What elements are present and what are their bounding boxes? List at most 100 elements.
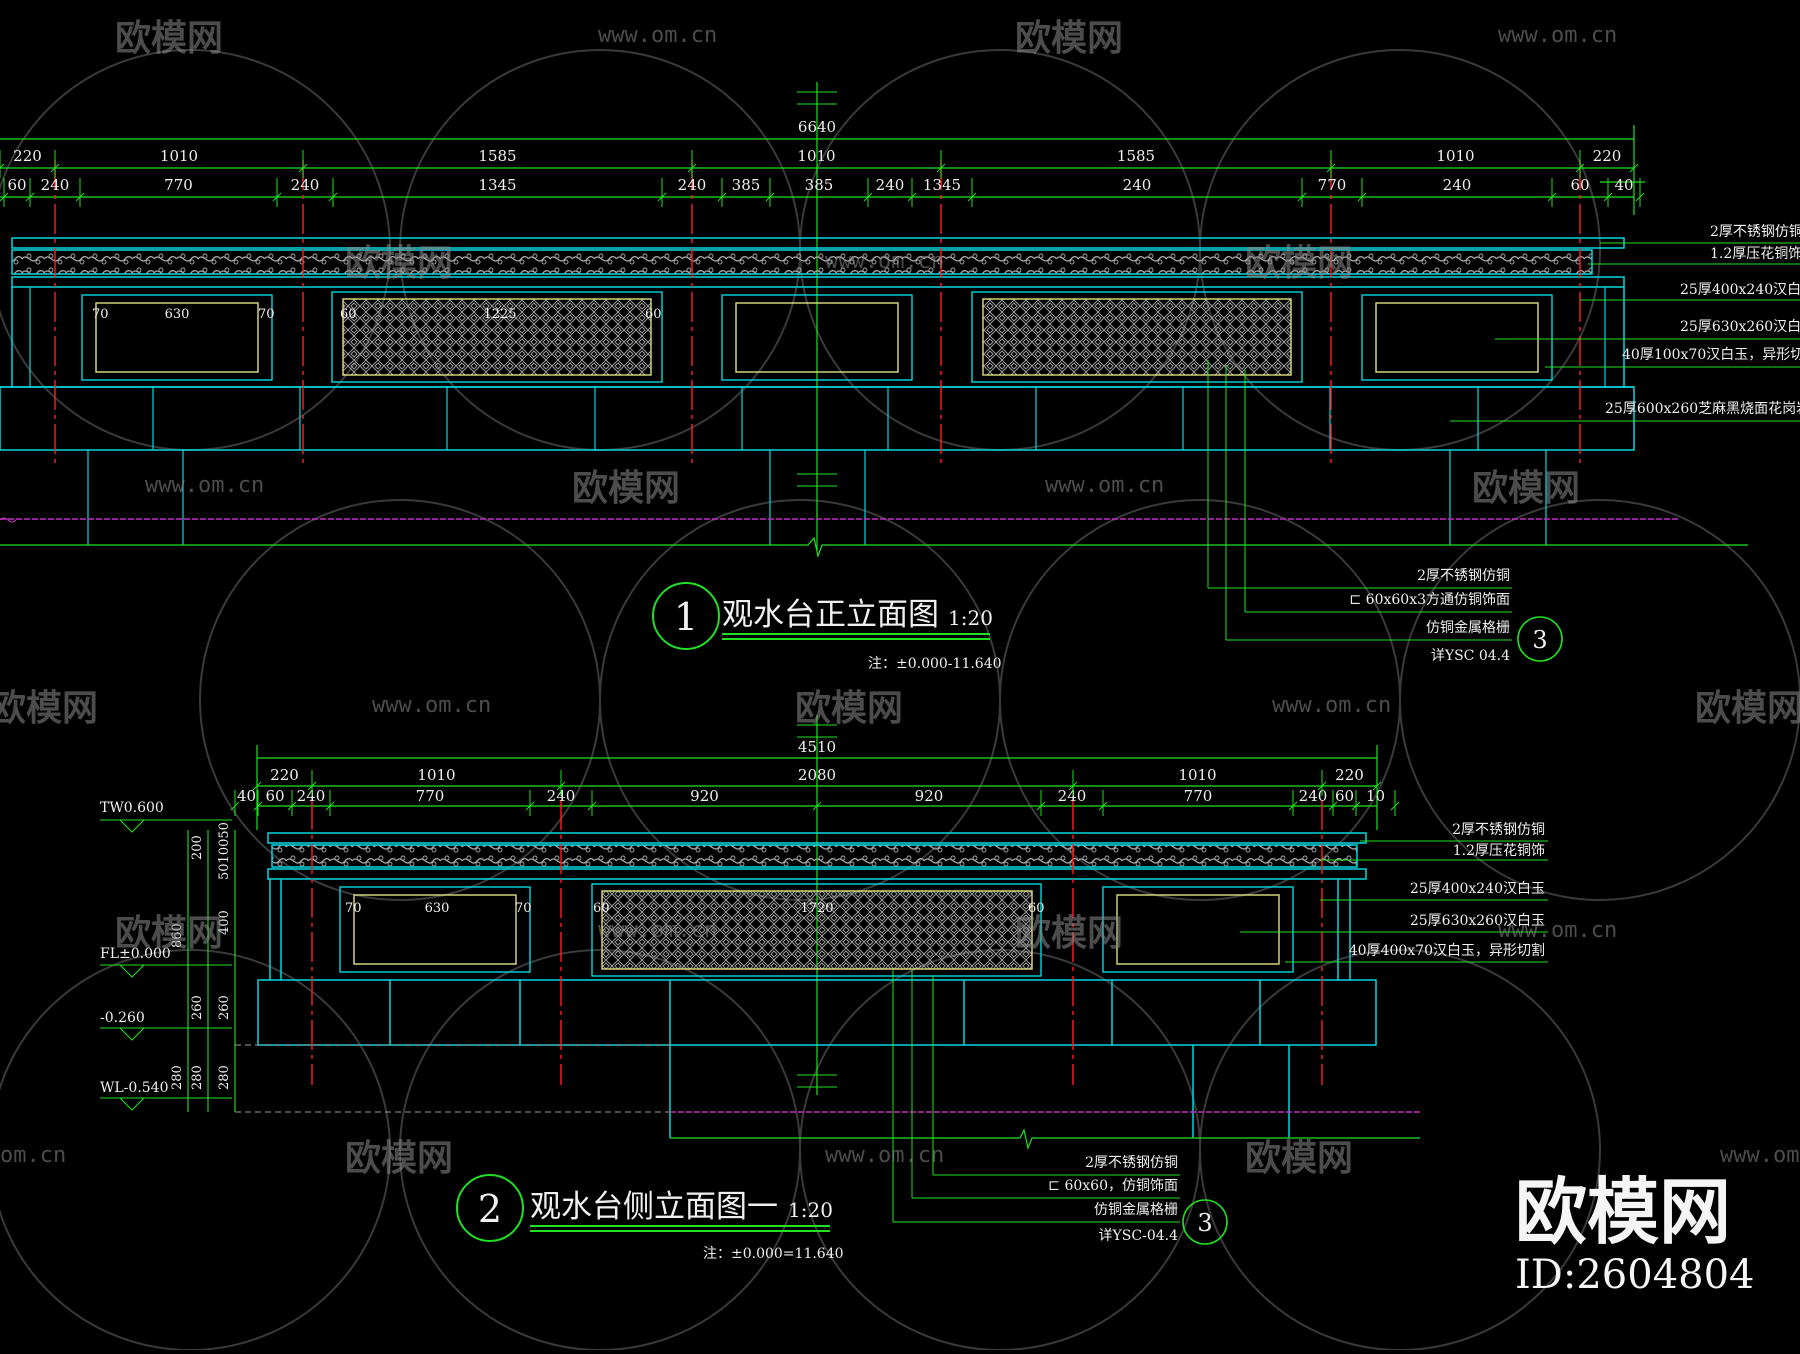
front-elevation-drawing bbox=[0, 82, 1800, 641]
level-minus-0260: -0.260 bbox=[100, 1010, 145, 1026]
dimension-label: 60 bbox=[1335, 787, 1354, 805]
svg-text:1.2厚压花铜饰: 1.2厚压花铜饰 bbox=[1453, 843, 1545, 859]
front-detail-ref: 3 bbox=[1517, 616, 1563, 662]
dimension-label: 40 bbox=[237, 787, 256, 805]
corner-brand-id: ID:2604804 bbox=[1515, 1252, 1755, 1298]
side-vertical-dims: 200 5010050 860 400 260 260 280 280 280 bbox=[170, 822, 232, 1090]
dimension-label: 2080 bbox=[798, 766, 836, 784]
dimension-label: 240 bbox=[876, 176, 905, 194]
dimension-label: 220 bbox=[270, 766, 299, 784]
dimension-label: 1010 bbox=[417, 766, 455, 784]
svg-text:200: 200 bbox=[190, 835, 205, 860]
svg-text:70: 70 bbox=[345, 901, 362, 916]
svg-text:60: 60 bbox=[340, 307, 357, 322]
corner-brand-logo: 欧模网 bbox=[1515, 1170, 1731, 1254]
svg-text:欧模网: 欧模网 bbox=[1245, 243, 1353, 284]
svg-text:欧模网: 欧模网 bbox=[1245, 1138, 1353, 1179]
dimension-label: 240 bbox=[1058, 787, 1087, 805]
dimension-label: 240 bbox=[41, 176, 70, 194]
dimension-tick bbox=[0, 163, 5, 169]
front-material-callouts: 2厚不锈钢仿铜 1.2厚压花铜饰 25厚400x240汉白玉 25厚630x26… bbox=[1349, 224, 1800, 664]
svg-text:⊏ 60x60x3方通仿铜饰面: ⊏ 60x60x3方通仿铜饰面 bbox=[1349, 592, 1510, 608]
dimension-label: 385 bbox=[732, 176, 761, 194]
svg-text:欧模网: 欧模网 bbox=[795, 688, 903, 729]
svg-text:仿铜金属格栅: 仿铜金属格栅 bbox=[1094, 1202, 1178, 1218]
dimension-label: 1010 bbox=[1178, 766, 1216, 784]
svg-text:欧模网: 欧模网 bbox=[572, 468, 680, 509]
svg-text:om.cn: om.cn bbox=[0, 1143, 66, 1168]
svg-text:260: 260 bbox=[217, 995, 232, 1020]
svg-text:www.om.cn: www.om.cn bbox=[372, 693, 491, 718]
svg-text:欧模网: 欧模网 bbox=[115, 913, 223, 954]
front-stone-panels bbox=[81, 291, 1553, 383]
dimension-label: 220 bbox=[1335, 766, 1364, 784]
svg-text:5010050: 5010050 bbox=[217, 822, 232, 880]
svg-text:280: 280 bbox=[170, 1065, 185, 1090]
side-panel-dim-labels: 70 630 70 60 1720 60 bbox=[345, 901, 1045, 916]
svg-text:欧模网: 欧模网 bbox=[115, 18, 223, 59]
svg-text:70: 70 bbox=[258, 307, 275, 322]
dimension-label: 240 bbox=[678, 176, 707, 194]
dimension-label: 770 bbox=[416, 787, 445, 805]
svg-text:280: 280 bbox=[190, 1065, 205, 1090]
callout-embossed-copper: 1.2厚压花铜饰 bbox=[1710, 246, 1800, 262]
drawing-scale-1: 1:20 bbox=[948, 606, 993, 630]
dimension-label: 385 bbox=[805, 176, 834, 194]
svg-text:www.om.cn: www.om.cn bbox=[1498, 23, 1617, 48]
svg-text:详YSC-04.4: 详YSC-04.4 bbox=[1099, 1228, 1179, 1244]
carved-frieze-band bbox=[11, 249, 1593, 275]
callout-marble-100: 40厚100x70汉白玉，异形切割 bbox=[1622, 346, 1800, 363]
dimension-label: 770 bbox=[1184, 787, 1213, 805]
svg-text:欧模网: 欧模网 bbox=[1015, 913, 1123, 954]
drawing-number-2: 2 bbox=[478, 1187, 502, 1231]
dimension-label: 770 bbox=[1318, 176, 1347, 194]
level-tw: TW0.600 bbox=[100, 800, 164, 816]
dim-total-side: 4510 bbox=[798, 738, 836, 756]
dimension-label: 240 bbox=[1299, 787, 1328, 805]
dimension-label: 770 bbox=[164, 176, 193, 194]
drawing-note-2: 注：±0.000=11.640 bbox=[703, 1246, 844, 1262]
corner-brand: 欧模网 ID:2604804 bbox=[1515, 1170, 1755, 1298]
dimension-label: 60 bbox=[7, 176, 26, 194]
dimension-label: 1585 bbox=[1117, 147, 1155, 165]
svg-text:60: 60 bbox=[593, 901, 610, 916]
svg-text:40厚400x70汉白玉，异形切割: 40厚400x70汉白玉，异形切割 bbox=[1349, 942, 1545, 959]
dimension-label: 1345 bbox=[923, 176, 961, 194]
svg-text:3: 3 bbox=[1197, 1209, 1212, 1237]
callout-marble-400: 25厚400x240汉白玉 bbox=[1680, 282, 1800, 298]
svg-text:2厚不锈钢仿铜: 2厚不锈钢仿铜 bbox=[1085, 1155, 1178, 1171]
dimension-label: 240 bbox=[297, 787, 326, 805]
dimension-label: 40 bbox=[1614, 176, 1633, 194]
front-title-block: 1 观水台正立面图 1:20 注：±0.000-11.640 bbox=[652, 582, 1002, 672]
svg-text:1225: 1225 bbox=[483, 307, 516, 322]
svg-text:欧模网: 欧模网 bbox=[0, 688, 98, 729]
svg-text:www.om.cn: www.om.cn bbox=[1720, 1143, 1800, 1168]
side-elevation-drawing bbox=[100, 715, 1548, 1223]
callout-granite: 25厚600x260芝麻黑烧面花岗岩 bbox=[1605, 401, 1800, 417]
drawing-title-1: 观水台正立面图 bbox=[722, 597, 939, 633]
svg-text:70: 70 bbox=[92, 307, 109, 322]
dimension-label: 920 bbox=[690, 787, 719, 805]
svg-text:⊏ 60x60，仿铜饰面: ⊏ 60x60，仿铜饰面 bbox=[1048, 1178, 1178, 1194]
level-fl: FL±0.000 bbox=[100, 946, 171, 962]
svg-text:详YSC 04.4: 详YSC 04.4 bbox=[1431, 648, 1510, 664]
svg-text:欧模网: 欧模网 bbox=[345, 243, 453, 284]
svg-text:260: 260 bbox=[190, 995, 205, 1020]
svg-text:1720: 1720 bbox=[800, 901, 833, 916]
svg-text:www.om.cn: www.om.cn bbox=[1045, 473, 1164, 498]
drawing-note-1: 注：±0.000-11.640 bbox=[868, 656, 1002, 672]
svg-text:www.om.cn: www.om.cn bbox=[598, 918, 717, 943]
drawing-title-2: 观水台侧立面图一 bbox=[530, 1189, 778, 1225]
svg-text:www.om.cn: www.om.cn bbox=[825, 249, 944, 274]
level-wl: WL-0.540 bbox=[100, 1080, 169, 1096]
dim-total-front: 6640 bbox=[798, 118, 836, 136]
carved-frieze-band-side bbox=[271, 844, 1358, 868]
dimension-label: 920 bbox=[915, 787, 944, 805]
svg-text:仿铜金属格栅: 仿铜金属格栅 bbox=[1426, 620, 1510, 636]
dimension-label: 240 bbox=[1443, 176, 1472, 194]
side-dimension-labels: 4510 220 1010 2080 1010 220 40 60 240 770 240 920 9… bbox=[237, 738, 1385, 805]
dimension-label: 10 bbox=[1366, 787, 1385, 805]
callout-stainless-copper: 2厚不锈钢仿铜 bbox=[1710, 224, 1800, 240]
